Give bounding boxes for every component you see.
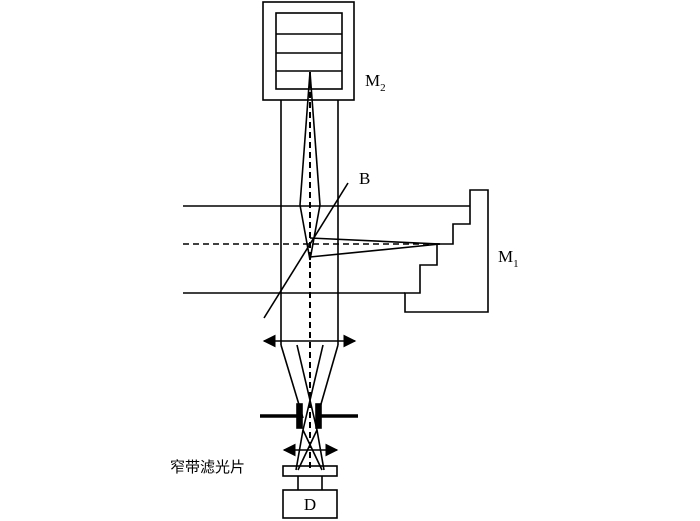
- horizontal-beam: [183, 205, 470, 294]
- m2-label: M2: [365, 71, 386, 94]
- vertical-beam-path: [280, 100, 339, 345]
- beamsplitter-label: B: [359, 169, 370, 188]
- m2-rays: [299, 71, 321, 261]
- detector-box: [282, 489, 338, 519]
- detector-label: D: [304, 495, 316, 514]
- m1-return-rays: [309, 237, 441, 258]
- mirror-m1: [404, 189, 489, 313]
- filter-label: 窄带滤光片: [170, 458, 245, 476]
- beamsplitter-b: [263, 182, 349, 319]
- detector-rays: [297, 476, 323, 490]
- m1-label: M1: [498, 247, 519, 270]
- narrowband-filter: [282, 465, 338, 477]
- aperture-stop: [260, 403, 358, 429]
